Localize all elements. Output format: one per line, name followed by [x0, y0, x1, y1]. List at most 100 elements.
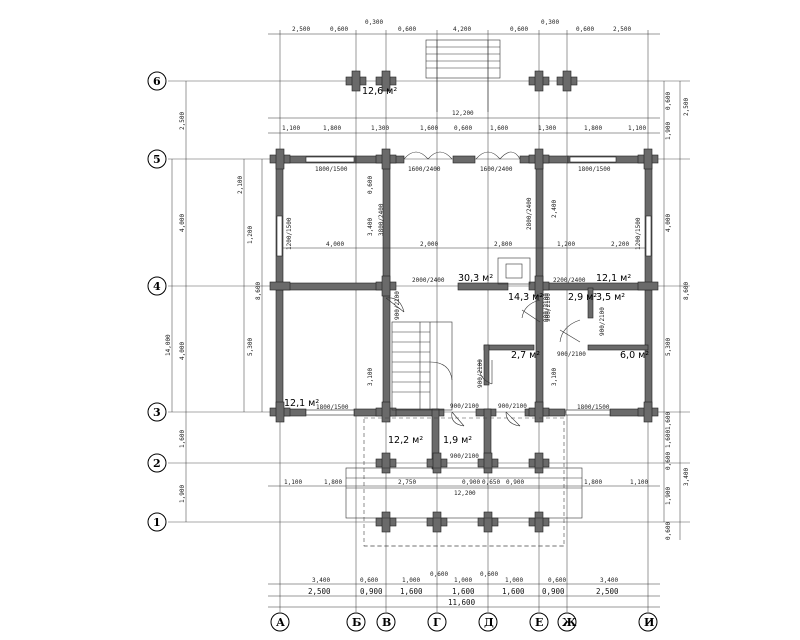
column-axis-label: Б	[352, 616, 361, 629]
left-dim-6: 1,900	[179, 485, 186, 503]
door-label: 1600/2400	[408, 166, 441, 173]
top-dimensions: 2,500 0,600 0,300 0,600 4,200 0,600 0,30…	[268, 19, 660, 134]
room-area: 6,0 м²	[620, 350, 649, 361]
bottom2-dim-3: 1,600	[400, 587, 423, 596]
left-dim-3: 14,000	[165, 334, 172, 356]
bottom2-dim-6: 0,900	[542, 587, 565, 596]
left-inner-1: 2,100	[237, 176, 244, 194]
top-dim-6: 0,600	[510, 26, 528, 33]
window-label: 1800/1500	[315, 166, 348, 173]
column-axis-label: Д	[484, 616, 494, 629]
top-dim-4: 0,600	[398, 26, 416, 33]
row-axis-label: 3	[153, 406, 161, 419]
log-corners	[269, 70, 659, 533]
left-dim-5: 1,600	[179, 430, 186, 448]
room-area: 14,3 м²	[508, 292, 543, 303]
door-label: 900/2100	[498, 403, 527, 410]
bottom-dim-9: 3,400	[600, 577, 618, 584]
door-label: 1600/2400	[480, 166, 513, 173]
bottom-dim-8: 0,600	[548, 577, 566, 584]
row-axis-markers: 6 5 4 3 2 1	[147, 71, 167, 532]
lower-dim-7: 1,800	[584, 479, 602, 486]
lower-overall: 12,200	[454, 490, 476, 497]
column-axis-markers: А Б В Г Д Е Ж И	[270, 612, 658, 632]
top-dim-9: 2,500	[613, 26, 631, 33]
room-area: 12,2 м²	[388, 435, 423, 446]
bottom2-dim-5: 1,600	[502, 587, 525, 596]
door-label: 900/2100	[450, 403, 479, 410]
door-label: 900/2100	[599, 307, 606, 336]
top2-dim-4: 1,600	[420, 125, 438, 132]
top-porch-stair	[425, 39, 501, 112]
bottom-dim-1: 3,400	[312, 577, 330, 584]
door-label: 900/2100	[394, 291, 401, 320]
bottom2-dim-1: 2,500	[308, 587, 331, 596]
right-dim-7: 1,600	[665, 430, 672, 448]
bottom2-dim-7: 2,500	[596, 587, 619, 596]
right-dim-1: 2,500	[683, 98, 690, 116]
window-label: 1200/1500	[635, 217, 642, 250]
room-area: 12,1 м²	[284, 398, 319, 409]
right-dim-6: 5,300	[665, 338, 672, 356]
inner-2200: 2,200	[611, 241, 629, 248]
right-dim-5: 8,600	[683, 282, 690, 300]
column-axis-label: И	[644, 616, 654, 629]
right-dim-3: 0,600	[665, 92, 672, 110]
row-axis-label: 4	[153, 280, 161, 293]
right-dim-12: 0,600	[665, 522, 672, 540]
door-label: 900/2100	[477, 359, 484, 388]
inner-3100b: 3,100	[551, 368, 558, 386]
right-dim-10: 0,600	[665, 452, 672, 470]
lower-dim-8: 1,100	[630, 479, 648, 486]
window-label: 1200/1500	[286, 217, 293, 250]
top2-dim-7: 1,300	[538, 125, 556, 132]
door-label: 2000/2400	[412, 277, 445, 284]
fireplace	[497, 257, 531, 285]
top-dim-2: 0,600	[330, 26, 348, 33]
lower-dim-2: 1,800	[324, 479, 342, 486]
lower-dimensions: 1,100 1,800 2,750 0,900 0,650 0,900 1,80…	[268, 479, 660, 497]
lower-porch	[345, 417, 583, 547]
inner-0600: 0,600	[367, 176, 374, 194]
room-area: 12,1 м²	[596, 273, 631, 284]
left-inner-2: 1,200	[247, 226, 254, 244]
door-label: 900/2100	[545, 293, 552, 322]
right-dimensions: 2,500 1,900 0,600 4,000 8,600 5,300 1,60…	[663, 81, 690, 540]
top2-dim-8: 1,800	[584, 125, 602, 132]
left-dim-1: 2,500	[179, 112, 186, 130]
top-dim-5: 4,200	[453, 26, 471, 33]
door-label: 900/2100	[557, 351, 586, 358]
left-dim-4: 4,000	[179, 342, 186, 360]
top-dim-8: 0,600	[576, 26, 594, 33]
column-axis-label: А	[276, 616, 285, 629]
window-label: 1800/1500	[316, 404, 349, 411]
top-dim-1: 2,500	[292, 26, 310, 33]
right-dim-8: 3,400	[683, 468, 690, 486]
door-label: 900/2100	[543, 293, 550, 322]
right-dim-11: 1,600	[665, 412, 672, 430]
bottom-dim-2: 0,600	[360, 577, 378, 584]
inner-4000: 4,000	[326, 241, 344, 248]
inner-dimensions: 4,000 2,000 2,800 1,200 2,200 3,400 3,10…	[283, 176, 645, 386]
top-dim-3: 0,300	[365, 19, 383, 26]
window-label: 1800/1500	[577, 404, 610, 411]
bottom-dim-6: 0,600	[480, 571, 498, 578]
room-area: 3,5 м²	[596, 292, 625, 303]
right-dim-2: 1,900	[665, 122, 672, 140]
lower-dim-3: 2,750	[398, 479, 416, 486]
bottom2-dim-2: 0,900	[360, 587, 383, 596]
door-label: 2800/2400	[526, 197, 533, 230]
inner-1200: 1,200	[557, 241, 575, 248]
row-axis-label: 1	[153, 516, 161, 529]
bottom2-dim-4: 1,600	[452, 587, 475, 596]
row-axis-label: 5	[153, 153, 161, 166]
top2-dim-5: 0,600	[454, 125, 472, 132]
bottom-dim-7: 1,000	[505, 577, 523, 584]
windows	[276, 151, 652, 416]
left-inner-3: 8,600	[255, 282, 262, 300]
top2-dim-6: 1,600	[490, 125, 508, 132]
column-axis-label: Е	[535, 616, 543, 629]
room-area: 1,9 м²	[443, 435, 472, 446]
